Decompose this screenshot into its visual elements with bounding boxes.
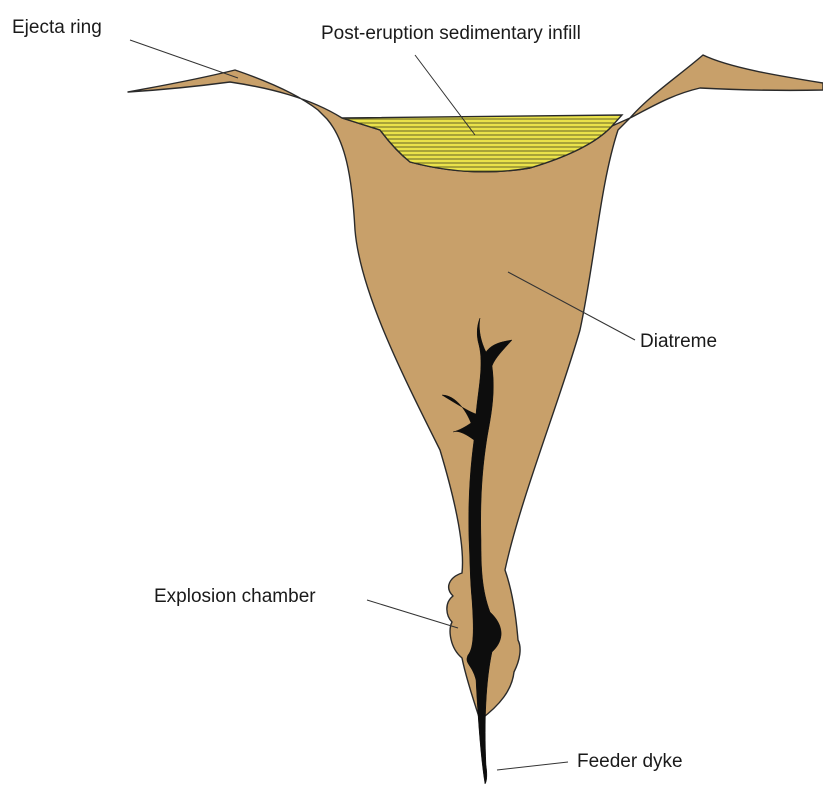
leader-feeder-dyke: [497, 762, 568, 770]
label-explosion-chamber: Explosion chamber: [154, 587, 316, 606]
label-diatreme: Diatreme: [640, 332, 717, 351]
leader-explosion-chamber: [367, 600, 458, 628]
label-sedimentary-infill: Post-eruption sedimentary infill: [321, 24, 581, 43]
label-ejecta-ring: Ejecta ring: [12, 18, 102, 37]
label-feeder-dyke: Feeder dyke: [577, 752, 683, 771]
leader-ejecta-ring: [130, 40, 238, 78]
